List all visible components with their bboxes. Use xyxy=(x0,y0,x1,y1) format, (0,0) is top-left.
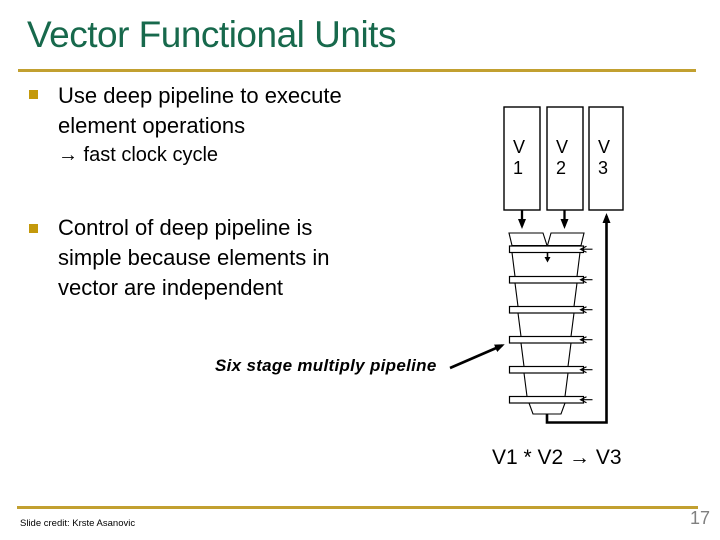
pipeline-latch xyxy=(508,365,585,374)
merge-arrow xyxy=(544,253,551,263)
bullet2-text: Control of deep pipeline is simple becau… xyxy=(58,215,330,300)
title-underline xyxy=(18,69,696,72)
bullet1-text: Use deep pipeline to execute element ope… xyxy=(58,83,342,138)
register-v2-label: V 2 xyxy=(556,137,569,178)
register-v2-box xyxy=(546,106,584,211)
slide-credit: Slide credit: Krste Asanovic xyxy=(20,518,136,529)
bullet-square-icon xyxy=(29,90,38,99)
register-v3-label: V 3 xyxy=(598,137,611,178)
pipeline-caption: Six stage multiply pipeline xyxy=(215,356,437,375)
clock-ticks xyxy=(579,245,593,404)
bullet1-subtext: → fast clock cycle xyxy=(58,144,219,166)
bullet-square-icon xyxy=(29,224,38,233)
pipeline-latch xyxy=(508,335,585,344)
pipeline-stage xyxy=(517,312,575,338)
operand-funnels xyxy=(508,232,585,247)
pipeline-latch xyxy=(508,275,585,284)
pipeline-latch xyxy=(508,245,585,254)
clock-tick-icon xyxy=(579,306,593,314)
register-v1-label: V 1 xyxy=(513,137,526,178)
clock-tick-icon xyxy=(579,276,593,284)
output-path-arrow xyxy=(545,213,611,424)
clock-tick-icon xyxy=(579,245,593,253)
vector-equation: V1 * V2 → V3 xyxy=(492,446,622,469)
clock-tick-icon xyxy=(579,396,593,404)
pipeline-stages xyxy=(511,251,581,415)
page-number: 17 xyxy=(689,508,710,528)
pipeline-stage xyxy=(528,402,566,415)
pipeline-latch xyxy=(508,305,585,314)
pipeline-latch xyxy=(508,395,585,404)
register-v3-box xyxy=(588,106,624,211)
pipeline-stage xyxy=(511,251,581,278)
pipeline-stage xyxy=(520,342,572,368)
footer-divider xyxy=(17,506,698,509)
pipeline-stage xyxy=(523,372,569,398)
clock-tick-icon xyxy=(579,366,593,374)
pipeline-stage xyxy=(514,282,578,308)
register-v1-box xyxy=(503,106,541,211)
caption-arrow xyxy=(449,344,505,370)
slide-title: Vector Functional Units xyxy=(27,14,396,55)
clock-tick-icon xyxy=(579,336,593,344)
